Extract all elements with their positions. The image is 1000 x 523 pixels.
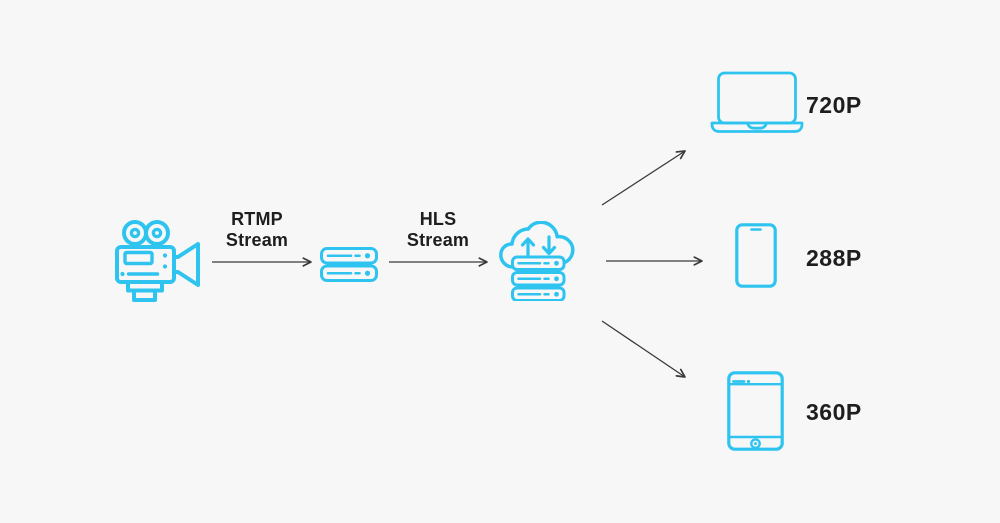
smartphone-icon [735,223,777,288]
arrow-cloud-to-tablet [601,320,686,378]
ingest-server-node [320,247,378,282]
laptop-device [710,70,804,134]
video-camera-icon [115,220,200,302]
hls-stream-label-line2: Stream [406,230,470,250]
resolution-label-360p: 360P [806,399,862,425]
resolution-label-720p: 720P [806,92,862,118]
tablet-device [727,371,784,451]
server-icon [320,247,378,282]
arrow-cloud-to-laptop [601,150,686,206]
hls-stream-label-line1: HLS [419,209,457,229]
rtmp-stream-label-line2: Stream [225,230,289,250]
resolution-label-288p: 288P [806,245,862,271]
cloud-server-icon [499,221,575,301]
rtmp-stream-label: RTMP Stream [197,209,317,251]
tablet-icon [727,371,784,451]
rtmp-stream-label-line1: RTMP [231,209,283,229]
smartphone-device [735,223,777,288]
video-camera-node [114,218,202,304]
laptop-icon [710,71,804,133]
cloud-server-node [499,221,575,301]
hls-stream-label: HLS Stream [378,209,498,251]
